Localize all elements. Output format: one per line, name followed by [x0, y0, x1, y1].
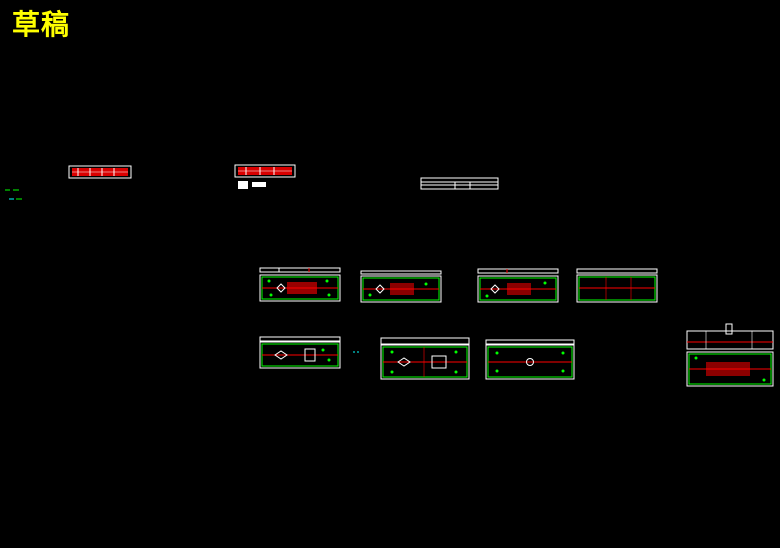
elevation-plan-sheet [686, 323, 774, 387]
drawing-sheet-1 [259, 267, 341, 302]
draft-title: 草稿 [12, 8, 71, 41]
margin-marks [5, 189, 22, 200]
drawing-sheet-4 [576, 268, 658, 303]
title-block-1 [68, 165, 132, 179]
drawing-sheet-7 [485, 339, 575, 380]
drawing-sheet-5 [259, 336, 341, 369]
drawing-sheet-2 [360, 270, 442, 303]
title-block-2 [234, 164, 296, 189]
drawing-sheet-6 [380, 337, 470, 380]
drawing-sheet-3 [477, 268, 559, 303]
header-table [420, 177, 499, 190]
small-mark [353, 351, 359, 353]
